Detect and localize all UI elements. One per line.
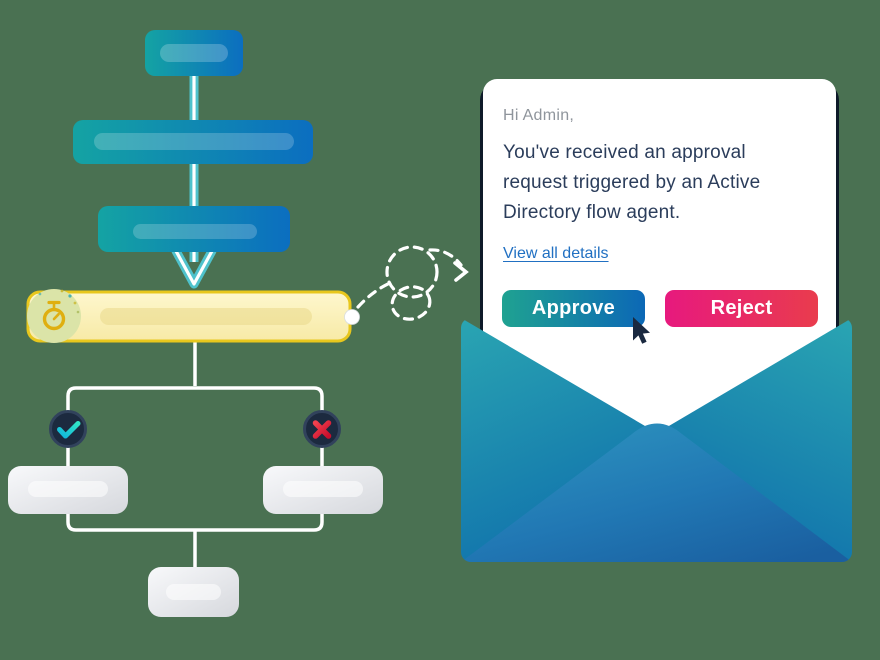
workflow-diagram xyxy=(8,30,383,617)
envelope xyxy=(461,318,852,562)
flow-node-final-step xyxy=(148,567,239,617)
reject-button[interactable]: Reject xyxy=(665,290,818,327)
envelope-front-flap xyxy=(461,423,852,562)
stopwatch-icon xyxy=(27,289,81,343)
flow-node-approved-result xyxy=(8,466,128,514)
flow-node-step-2 xyxy=(73,120,313,164)
connector-handle-dot[interactable] xyxy=(344,309,360,325)
mouse-cursor-icon xyxy=(633,317,650,344)
email-greeting: Hi Admin, xyxy=(503,107,575,124)
approve-button[interactable]: Approve xyxy=(502,290,645,327)
envelope-right-fold xyxy=(657,318,852,562)
connector-lines xyxy=(66,341,324,567)
cross-icon xyxy=(312,420,332,439)
view-all-details-link[interactable]: View all details xyxy=(503,245,609,262)
checkmark-icon xyxy=(57,421,81,439)
email-action-buttons: Approve Reject xyxy=(502,290,818,327)
flow-node-step-1 xyxy=(145,30,243,76)
envelope-graphic xyxy=(461,318,852,562)
rejected-badge xyxy=(303,410,341,448)
flow-node-rejected-result xyxy=(263,466,383,514)
approved-badge xyxy=(49,410,87,448)
flow-node-step-3 xyxy=(98,206,290,252)
email-body-text: You've received an approval request trig… xyxy=(503,142,761,223)
envelope-left-fold xyxy=(461,318,657,562)
